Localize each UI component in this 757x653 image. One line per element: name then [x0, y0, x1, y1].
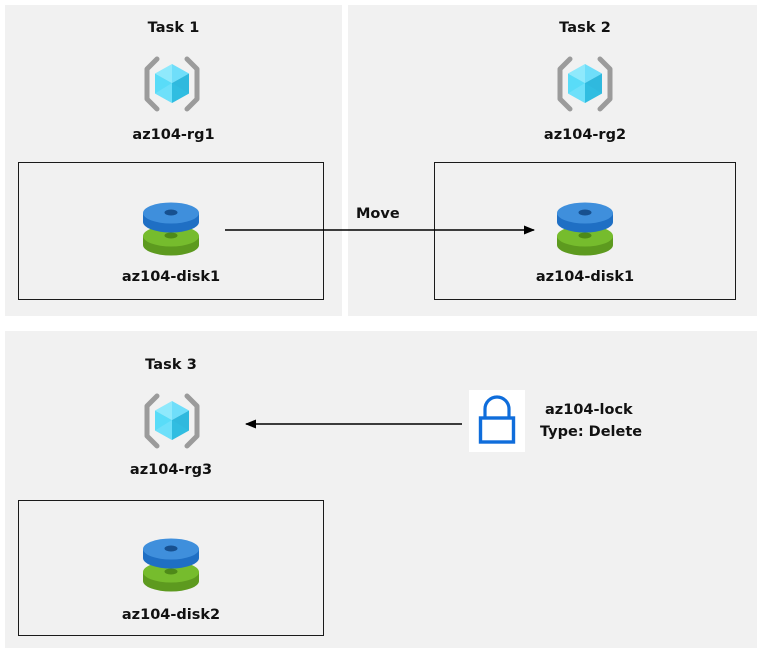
- managed-disk-icon: [139, 198, 203, 260]
- lock-type-label: Type: Delete: [540, 424, 643, 440]
- task-1-resource-label: az104-disk1: [121, 269, 221, 285]
- move-arrow-label: Move: [356, 206, 400, 222]
- managed-disk-icon: [553, 198, 617, 260]
- task-3-resource-group-label: az104-rg3: [129, 462, 213, 478]
- task-3-resource-label: az104-disk2: [121, 607, 221, 623]
- resource-group-cube-icon: [554, 55, 616, 113]
- lock-closed-icon: [469, 390, 525, 452]
- task-2-resource-group-label: az104-rg2: [543, 127, 627, 143]
- task-2-title: Task 2: [559, 20, 611, 36]
- task-1-resource-group-label: az104-rg1: [132, 127, 215, 143]
- resource-group-cube-icon: [141, 392, 203, 450]
- lock-name-label: az104-lock: [545, 402, 633, 418]
- task-1-title: Task 1: [147, 20, 200, 36]
- managed-disk-icon: [139, 534, 203, 596]
- resource-group-cube-icon: [141, 55, 203, 113]
- task-3-title: Task 3: [145, 357, 197, 373]
- task-2-resource-label: az104-disk1: [535, 269, 635, 285]
